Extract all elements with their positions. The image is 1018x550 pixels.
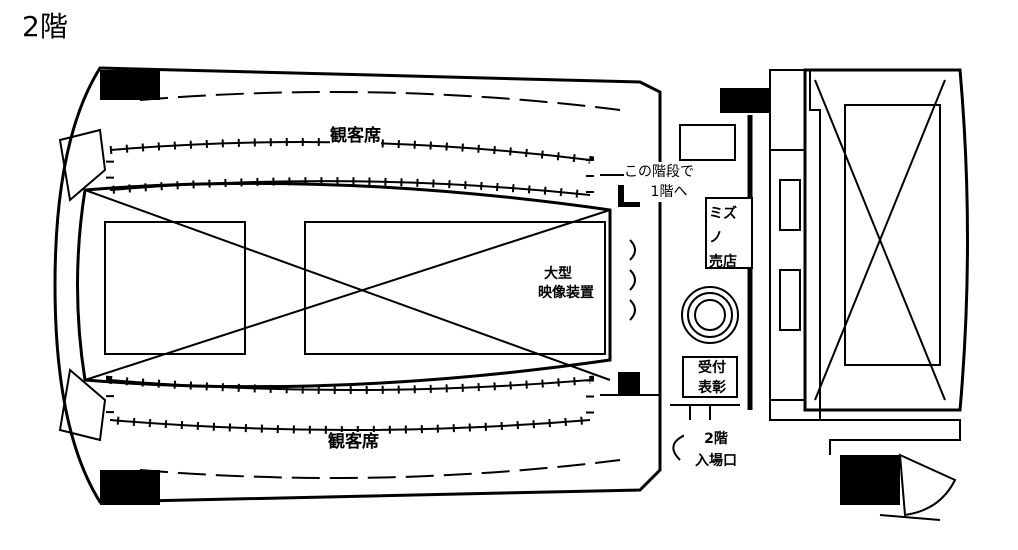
sub-arena [803, 68, 969, 412]
seating-label-bottom: 観客席 [328, 432, 379, 453]
seating-bottom-edge [109, 379, 591, 431]
reception-line2: 表彰 [698, 380, 726, 396]
stairs-note: この階段で 1階へ [624, 162, 694, 202]
seating-bottom [106, 375, 594, 434]
outer-wall [53, 66, 662, 504]
entrance-label: 2階 入場口 [684, 428, 748, 472]
shop-box: ミズノ 売店 [705, 197, 753, 270]
seating-top [106, 138, 594, 200]
corridor-top [139, 91, 621, 111]
screen-label-line1: 大型 [544, 266, 572, 282]
stairs-blocks [100, 70, 900, 505]
seating-label-top: 観客席 [330, 126, 381, 147]
shop-line1: ミズノ [709, 206, 737, 246]
screen-label: 大型 映像装置 [538, 265, 594, 303]
reception-line1: 受付 [698, 360, 726, 376]
arena-floor [76, 181, 612, 389]
seating-top-edge [109, 141, 591, 196]
reception-box: 受付 表彰 [682, 356, 738, 398]
floor-title: 2階 [22, 10, 68, 43]
court-right [304, 221, 606, 355]
stairs-note-line1: この階段で [624, 164, 694, 180]
screen-label-line2: 映像装置 [538, 285, 594, 301]
stairs-note-line2: 1階へ [650, 184, 688, 200]
corridor-bottom [139, 459, 621, 479]
shop-line2: 売店 [709, 254, 737, 270]
annex [769, 69, 821, 421]
spiral-stair [681, 286, 739, 344]
entrance-line1: 2階 [704, 431, 728, 447]
entrance-line2: 入場口 [695, 453, 737, 469]
